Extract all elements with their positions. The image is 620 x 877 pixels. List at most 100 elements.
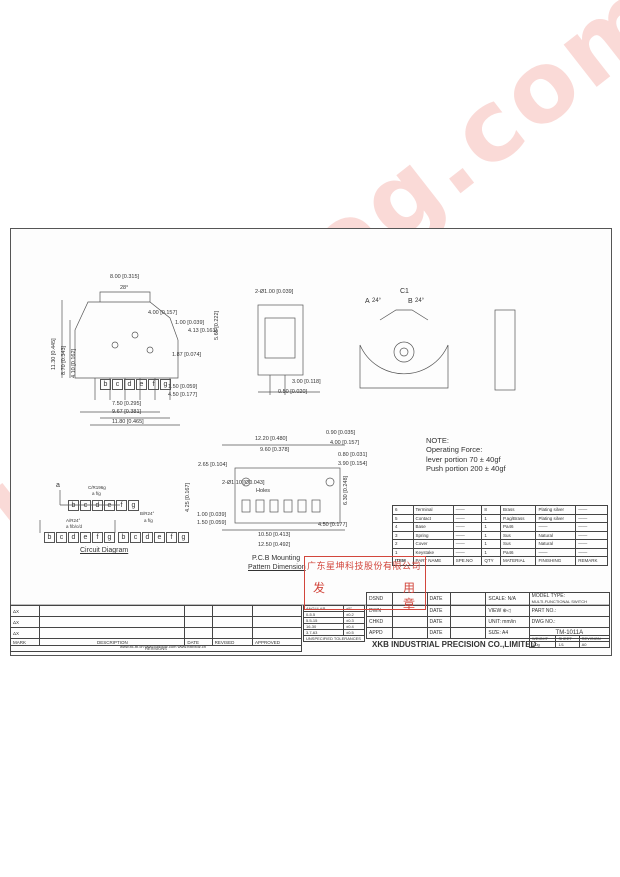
tb-empty: [211, 627, 254, 639]
dim-pcb-d3: 0.90 [0.035]: [326, 430, 356, 436]
dim-top-d1: 4.00 [0.157]: [148, 310, 178, 316]
pin-label: g: [160, 379, 171, 390]
rev-mark: ΔX: [9, 627, 41, 639]
dim-side-hole: 2-Ø1.00 [0.039]: [255, 289, 294, 295]
circuit-letter: b: [44, 532, 55, 543]
note-title: NOTE:: [426, 436, 449, 445]
bom-cell: Brass: [500, 505, 537, 515]
circuit-a-sub: a f/b/c/d: [66, 524, 83, 529]
circuit-label-a: a: [56, 482, 60, 489]
circuit-letter: f: [92, 532, 103, 543]
dim-pcb-d6: 3.90 [0.154]: [338, 461, 368, 467]
circuit-letter: b: [68, 500, 79, 511]
tb-label: DWG NO.:: [528, 616, 611, 628]
bom-header-cell: FINISHING: [535, 556, 577, 566]
tb-empty: [450, 592, 487, 606]
bom-header-cell: MATERIAL: [500, 556, 537, 566]
bom-cell: Natural: [535, 539, 577, 549]
website-text: www.xk-tb.cn www.hxlbxdz.com www.hxlbxdz…: [120, 644, 207, 649]
company-name: XKB INDUSTRIAL PRECISION CO.,LIMITED: [372, 640, 537, 649]
bom-header-cell: SPE.NO: [452, 556, 483, 566]
pcb-caption-1: P.C.B Mounting: [252, 555, 301, 562]
dim-pcb-d13: 10.50 [0.413]: [258, 532, 291, 538]
company-stamp: 广东星坤科技股份有限公司 发 用 章: [304, 556, 426, 611]
projection-icon: ⊕◁: [502, 608, 511, 614]
dim-top-d7: 4.50 [0.177]: [168, 392, 198, 398]
note-line1: Operating Force:: [426, 445, 483, 455]
circuit-b-label: B/R24°: [140, 511, 155, 516]
bom-cell: 5: [392, 513, 414, 523]
bom-cell: Cover: [412, 539, 454, 549]
tb-empty: [184, 616, 213, 628]
tb-model-value: MULTI-FUNCTIONAL SWITCH: [531, 599, 588, 604]
rev-mark: ΔX: [9, 605, 41, 617]
bom-header-cell: QTY: [481, 556, 502, 566]
tb-view: VIEW ⊕◁: [485, 605, 530, 617]
dim-pcb-d9: 6.30 [0.248]: [343, 475, 349, 505]
label-b: B: [408, 298, 413, 305]
bom-cell: Contact: [412, 513, 454, 523]
bom-cell: 6: [392, 505, 414, 515]
circuit-letter: e: [80, 532, 91, 543]
dim-top-v1: 11.30 [0.445]: [51, 338, 57, 370]
tb-empty: [184, 605, 213, 617]
circuit-letter: c: [80, 500, 91, 511]
tb-empty: [391, 627, 428, 639]
rev-header: APPROVED: [252, 638, 302, 646]
tb-empty: [39, 627, 186, 639]
bom-cell: ——: [452, 530, 483, 540]
bom-cell: Natural: [535, 530, 577, 540]
circuit-c-label: C/R196g: [88, 485, 106, 490]
dim-pcb-holes: 2-Ø1.10 [Ø0.043]: [222, 480, 265, 486]
bom-cell: ——: [452, 539, 483, 549]
tb-label: APPD: [366, 627, 393, 639]
tb-empty: [252, 605, 302, 617]
tb-label: PART NO.:: [528, 605, 611, 617]
bom-cell: ——: [452, 505, 483, 515]
bom-cell: 1: [481, 530, 502, 540]
tb-empty: [184, 627, 213, 639]
pcb-caption-2: Pattern Dimension: [248, 564, 306, 571]
bom-cell: Plating silver: [535, 505, 577, 515]
dim-top-width: 8.00 [0.315]: [110, 274, 140, 280]
dim-top-d5: 5.65 [0.222]: [214, 310, 220, 340]
tb-empty: [391, 616, 428, 628]
bom-cell: Pa46: [500, 547, 537, 557]
pin-label: e: [136, 379, 147, 390]
bom-cell: ——: [535, 547, 577, 557]
circuit-letter: g: [178, 532, 189, 543]
bom-cell: ——: [452, 513, 483, 523]
dim-pcb-d11: 1.50 [0.059]: [197, 520, 227, 526]
dim-top-v2: 8.70 [0.343]: [61, 345, 67, 375]
dim-top-d10: 11.80 [0.465]: [112, 419, 144, 425]
dim-pcb-holes-label: Holes: [256, 488, 271, 494]
circuit-c-sub: a f/g: [92, 491, 101, 496]
dim-top-d8: 7.50 [0.295]: [112, 401, 142, 407]
bom-cell: ——: [452, 522, 483, 532]
bom-cell: ——: [575, 530, 608, 540]
dim-top-d3: 4.13 [0.163]: [188, 328, 218, 334]
label-a: A: [365, 298, 370, 305]
bom-cell: P.ag/Brass: [500, 513, 537, 523]
circuit-letter: e: [154, 532, 165, 543]
circuit-letter: f: [116, 500, 127, 511]
note-line2: lever portion 70 ± 40gf: [426, 454, 501, 464]
rev-header: MARK: [9, 638, 41, 646]
bom-cell: 4: [392, 522, 414, 532]
tb-empty: [450, 627, 487, 639]
tb-label: DATE: [426, 627, 452, 639]
tb-label: DATE: [426, 616, 452, 628]
rev-header: REVISED: [211, 638, 254, 646]
tb-empty: [450, 616, 487, 628]
dim-top-angle: 28°: [120, 285, 129, 291]
circuit-letter: g: [128, 500, 139, 511]
